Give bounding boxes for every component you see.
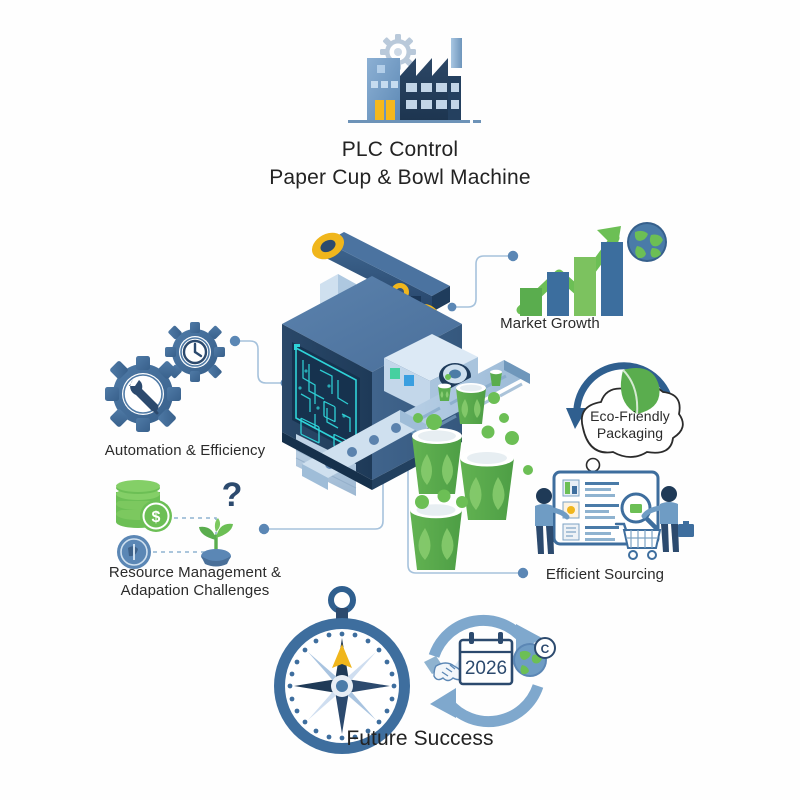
efficient-sourcing-label: Efficient Sourcing: [545, 566, 665, 583]
page-title: PLC Control Paper Cup & Bowl Machine: [269, 138, 531, 189]
connector-dot: [517, 567, 529, 579]
calendar-icon: 2026: [458, 632, 514, 686]
cup: [460, 449, 514, 520]
globe-badge-letter: C: [541, 642, 550, 656]
green-dots: [413, 392, 533, 509]
recycle-arrow-icon: [566, 362, 675, 429]
person-left-icon: [535, 488, 570, 554]
cup: [410, 501, 462, 570]
gear-wrench-icon: [105, 356, 181, 432]
cup: [412, 428, 462, 494]
compass-icon: [262, 586, 422, 761]
arm-joint-yellow: [311, 232, 345, 260]
thought-bubble-icon: [576, 383, 684, 484]
paper-cups-group: [408, 360, 548, 575]
leaf-icon: [620, 368, 660, 415]
person-right-icon: [641, 486, 694, 552]
dashed-connectors: [153, 517, 217, 553]
calendar-year: 2026: [465, 658, 507, 679]
circular-arrows-icon: [428, 614, 544, 728]
bar: [520, 288, 542, 316]
connector-dot: [507, 250, 519, 262]
bar: [574, 257, 596, 316]
question-mark-icon: ?: [222, 476, 243, 514]
connector-dot: [229, 335, 241, 347]
connector-dot: [258, 523, 270, 535]
eco-packaging-group: [553, 360, 703, 490]
control-buttons: [390, 368, 414, 386]
globe-c-icon: C: [513, 637, 556, 677]
future-success-label: Future Success: [346, 727, 494, 750]
market-growth-group: [515, 216, 667, 326]
factory-icon: [320, 28, 500, 133]
globe-icon: [627, 222, 667, 262]
compass-rose: [294, 638, 390, 734]
shopping-cart-icon: [614, 522, 662, 560]
cup: [456, 383, 486, 424]
plant-sprout-icon: [199, 518, 233, 567]
blue-coin-icon: [117, 535, 151, 569]
future-cycle-group: 2026 C: [412, 612, 562, 732]
bar: [547, 272, 569, 316]
automation-efficiency-group: [103, 318, 243, 438]
compass-north-needle: [332, 644, 352, 668]
connector-dot: [447, 302, 457, 312]
resource-management-group: $: [112, 476, 277, 573]
resource-management-label: Resource Management & Adapation Challeng…: [108, 564, 282, 600]
compass-scale: [287, 631, 397, 741]
gear-clock-icon: [165, 322, 225, 382]
svg-text:?: ?: [222, 476, 243, 514]
bar-chart: [520, 242, 623, 316]
bar: [601, 242, 623, 316]
svg-text:$: $: [152, 509, 161, 526]
market-growth-label: Market Growth: [500, 315, 600, 332]
automation-efficiency-label: Automation & Efficiency: [104, 442, 266, 459]
coin-stack-icon: $: [116, 480, 172, 532]
efficient-sourcing-group: [530, 468, 695, 578]
eco-packaging-label: Eco-Friendly Packaging: [590, 408, 670, 442]
